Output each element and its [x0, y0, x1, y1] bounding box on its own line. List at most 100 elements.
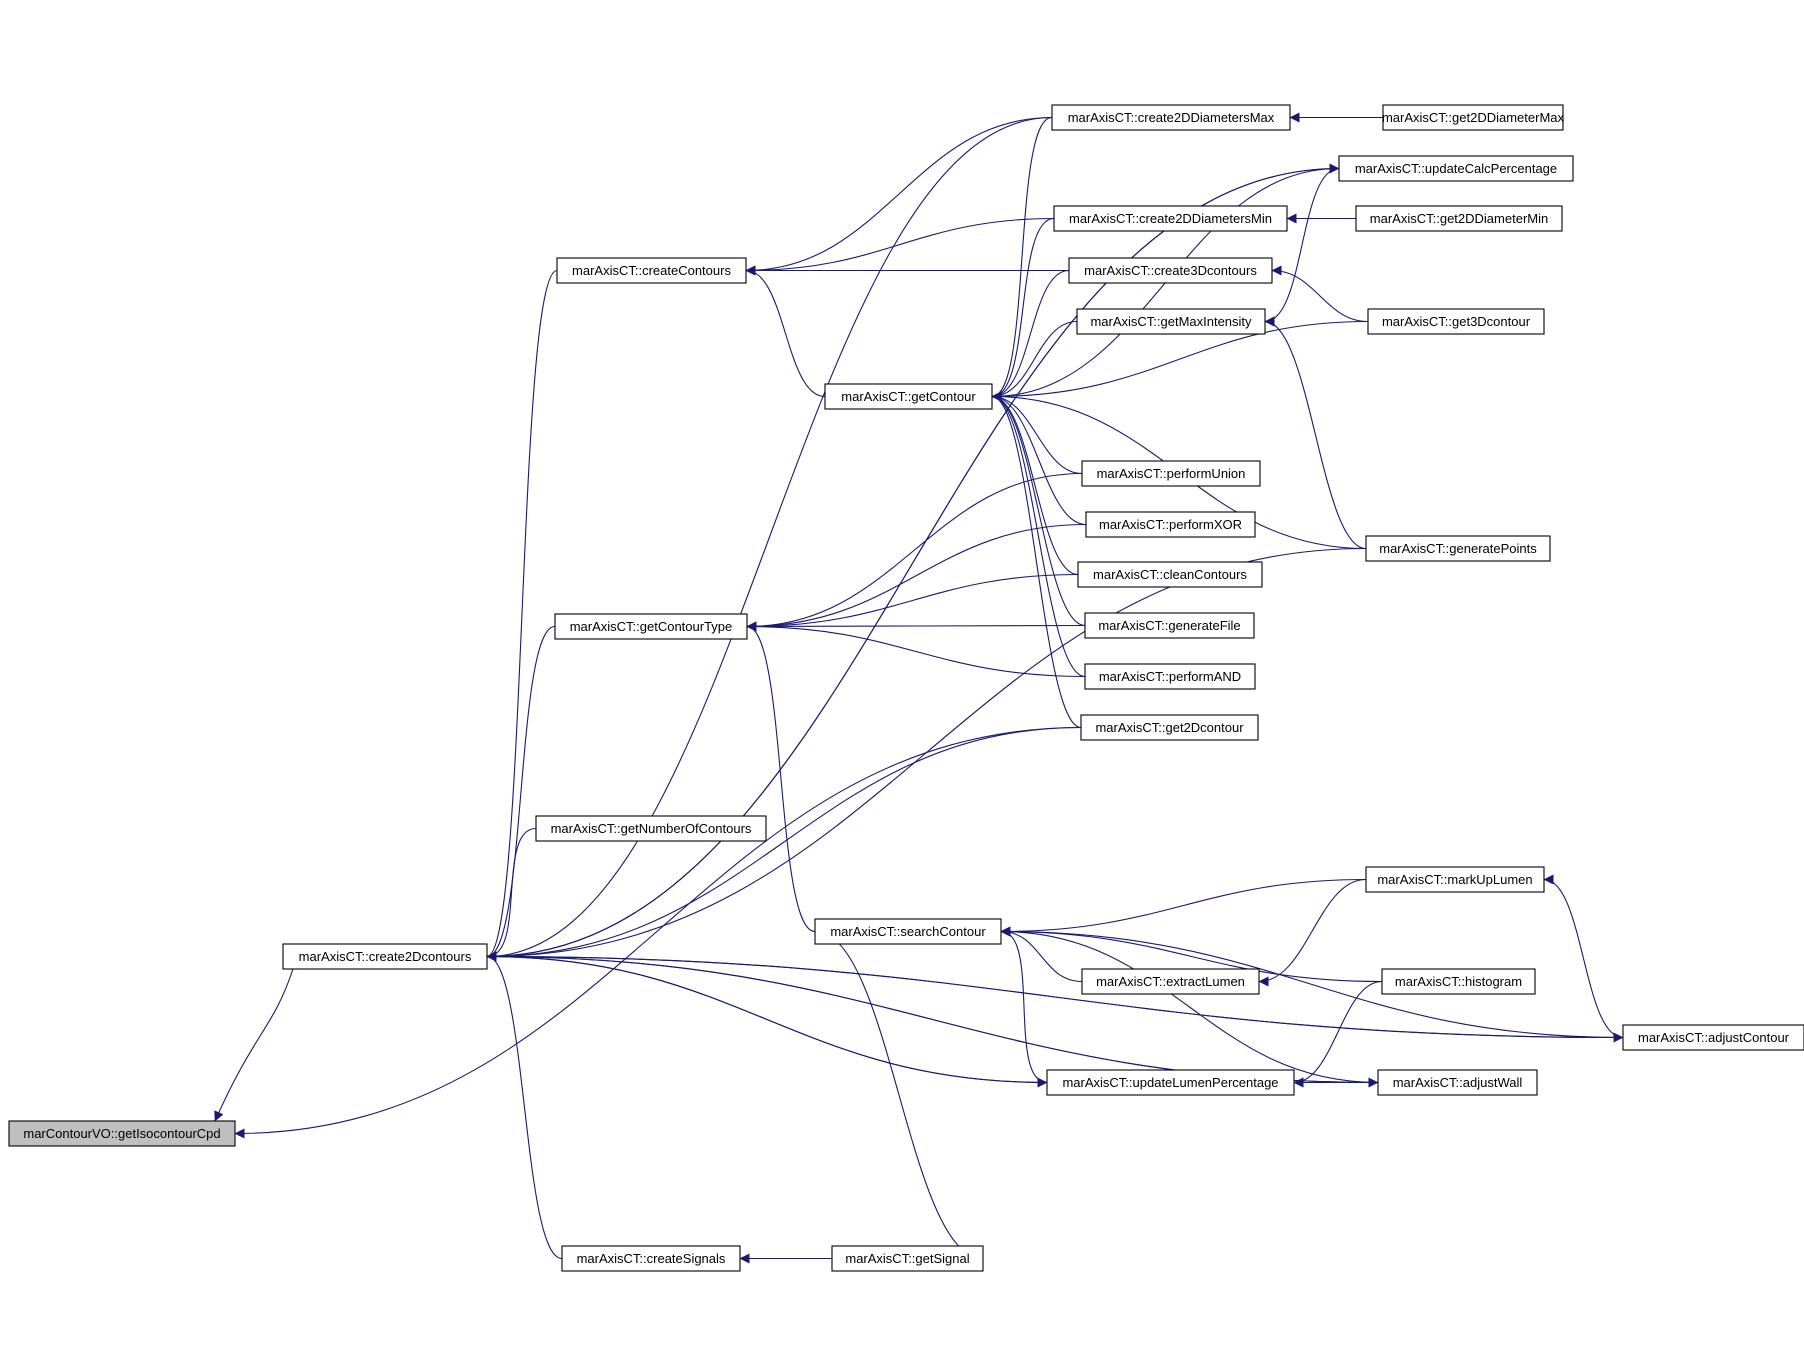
edge-adjust-contour-to-mark-up-lumen	[1543, 874, 1624, 1039]
node-label: marAxisCT::create2DDiametersMax	[1068, 110, 1275, 125]
edge-create2-dcontours-to-update-lumen-percentage	[486, 955, 1048, 1088]
node-generate-points[interactable]: marAxisCT::generatePoints	[1365, 535, 1551, 562]
node-box[interactable]	[1365, 866, 1545, 893]
node-box[interactable]	[1068, 257, 1273, 284]
edge-create2-ddiameters-max-to-create-contours	[745, 116, 1053, 276]
edge-create2-dcontours-to-adjust-contour	[486, 955, 1624, 1043]
node-root[interactable]: marContourVO::getIsocontourCpd	[8, 1120, 236, 1147]
node-create3-dcontours[interactable]: marAxisCT::create3Dcontours	[1068, 257, 1273, 284]
edge-get-number-of-contours-to-create2-dcontours	[486, 827, 537, 962]
node-update-calc-percentage[interactable]: marAxisCT::updateCalcPercentage	[1338, 155, 1574, 182]
node-create2-ddiameters-max[interactable]: marAxisCT::create2DDiametersMax	[1051, 104, 1291, 131]
node-box[interactable]	[1051, 104, 1291, 131]
edge-mark-up-lumen-to-search-contour	[1000, 878, 1367, 937]
node-box[interactable]	[282, 943, 488, 970]
node-label: marAxisCT::generateFile	[1098, 618, 1240, 633]
edge-adjust-contour-to-search-contour	[1000, 926, 1624, 1039]
node-histogram[interactable]: marAxisCT::histogram	[1381, 968, 1536, 995]
node-box[interactable]	[1338, 155, 1574, 182]
edge-extract-lumen-to-search-contour	[1000, 926, 1083, 983]
node-label: marAxisCT::searchContour	[830, 924, 986, 939]
node-get3-dcontour[interactable]: marAxisCT::get3Dcontour	[1367, 308, 1545, 335]
node-get-contour-type[interactable]: marAxisCT::getContourType	[554, 613, 748, 640]
node-mark-up-lumen[interactable]: marAxisCT::markUpLumen	[1365, 866, 1545, 893]
node-box[interactable]	[8, 1120, 236, 1147]
edge-get2-dcontour-to-get-contour	[991, 391, 1082, 729]
node-get-number-of-contours[interactable]: marAxisCT::getNumberOfContours	[535, 815, 767, 842]
node-box[interactable]	[1355, 205, 1563, 232]
edge-histogram-to-search-contour	[1000, 926, 1383, 983]
node-box[interactable]	[556, 257, 747, 284]
node-box[interactable]	[831, 1245, 984, 1272]
edge-mark-up-lumen-to-extract-lumen	[1258, 878, 1367, 987]
node-box[interactable]	[1085, 511, 1256, 538]
node-label: marAxisCT::adjustContour	[1638, 1030, 1790, 1045]
edge-adjust-wall-to-search-contour	[1000, 926, 1379, 1084]
node-adjust-contour[interactable]: marAxisCT::adjustContour	[1622, 1024, 1804, 1051]
node-label: marAxisCT::adjustWall	[1393, 1075, 1523, 1090]
node-box[interactable]	[1084, 612, 1255, 639]
node-box[interactable]	[1080, 714, 1259, 741]
node-label: marAxisCT::create3Dcontours	[1084, 263, 1257, 278]
node-box[interactable]	[814, 918, 1002, 945]
node-perform-xor[interactable]: marAxisCT::performXOR	[1085, 511, 1256, 538]
node-label: marAxisCT::histogram	[1395, 974, 1522, 989]
node-box[interactable]	[1081, 968, 1260, 995]
node-adjust-wall[interactable]: marAxisCT::adjustWall	[1377, 1069, 1538, 1096]
edge-clean-contours-to-get-contour	[991, 391, 1079, 576]
node-create-signals[interactable]: marAxisCT::createSignals	[561, 1245, 741, 1272]
node-box[interactable]	[1622, 1024, 1804, 1051]
node-box[interactable]	[535, 815, 767, 842]
edge-clean-contours-to-get-contour-type	[746, 573, 1079, 632]
node-label: marAxisCT::createSignals	[577, 1251, 726, 1266]
node-create2-dcontours[interactable]: marAxisCT::create2Dcontours	[282, 943, 488, 970]
node-perform-union[interactable]: marAxisCT::performUnion	[1081, 460, 1261, 487]
node-get-signal[interactable]: marAxisCT::getSignal	[831, 1245, 984, 1272]
node-extract-lumen[interactable]: marAxisCT::extractLumen	[1081, 968, 1260, 995]
node-box[interactable]	[1365, 535, 1551, 562]
node-get2-ddiameter-min[interactable]: marAxisCT::get2DDiameterMin	[1355, 205, 1563, 232]
edge-create-signals-to-create2-dcontours	[486, 951, 563, 1260]
node-search-contour[interactable]: marAxisCT::searchContour	[814, 918, 1002, 945]
node-get2-ddiameter-max[interactable]: marAxisCT::get2DDiameterMax	[1382, 104, 1565, 131]
node-box[interactable]	[1053, 205, 1288, 232]
node-label: marAxisCT::get2Dcontour	[1095, 720, 1244, 735]
node-box[interactable]	[561, 1245, 741, 1272]
node-box[interactable]	[1077, 561, 1263, 588]
node-box[interactable]	[1382, 104, 1564, 131]
node-box[interactable]	[1084, 663, 1256, 690]
edge-perform-and-to-get-contour-type	[746, 621, 1086, 678]
node-create2-ddiameters-min[interactable]: marAxisCT::create2DDiametersMin	[1053, 205, 1288, 232]
node-box[interactable]	[1377, 1069, 1538, 1096]
node-box[interactable]	[554, 613, 748, 640]
node-box[interactable]	[1076, 308, 1266, 335]
node-label: marAxisCT::create2Dcontours	[299, 949, 472, 964]
node-get2-dcontour[interactable]: marAxisCT::get2Dcontour	[1080, 714, 1259, 741]
node-label: marAxisCT::get3Dcontour	[1382, 314, 1531, 329]
node-create-contours[interactable]: marAxisCT::createContours	[556, 257, 747, 284]
node-generate-file[interactable]: marAxisCT::generateFile	[1084, 612, 1255, 639]
node-get-max-intensity[interactable]: marAxisCT::getMaxIntensity	[1076, 308, 1266, 335]
edge-get-max-intensity-to-get-contour	[991, 320, 1078, 402]
node-box[interactable]	[824, 383, 993, 410]
node-label: marAxisCT::performXOR	[1099, 517, 1242, 532]
node-box[interactable]	[1367, 308, 1545, 335]
node-label: marAxisCT::updateCalcPercentage	[1355, 161, 1557, 176]
node-clean-contours[interactable]: marAxisCT::cleanContours	[1077, 561, 1263, 588]
node-label: marAxisCT::extractLumen	[1096, 974, 1245, 989]
node-update-lumen-percentage[interactable]: marAxisCT::updateLumenPercentage	[1046, 1069, 1295, 1096]
node-label: marAxisCT::performAND	[1099, 669, 1241, 684]
edge-get2-dcontour-to-root	[234, 726, 1082, 1139]
node-get-contour[interactable]: marAxisCT::getContour	[824, 383, 993, 410]
node-box[interactable]	[1081, 460, 1261, 487]
node-perform-and[interactable]: marAxisCT::performAND	[1084, 663, 1256, 690]
edge-get2-dcontour-to-create2-dcontours	[486, 726, 1082, 962]
node-box[interactable]	[1381, 968, 1536, 995]
node-label: marAxisCT::getSignal	[845, 1251, 969, 1266]
node-label: marAxisCT::createContours	[572, 263, 731, 278]
node-label: marAxisCT::get2DDiameterMin	[1370, 211, 1548, 226]
node-box[interactable]	[1046, 1069, 1295, 1096]
edge-generate-file-to-get-contour-type	[746, 621, 1086, 632]
edge-perform-xor-to-get-contour	[991, 391, 1087, 526]
